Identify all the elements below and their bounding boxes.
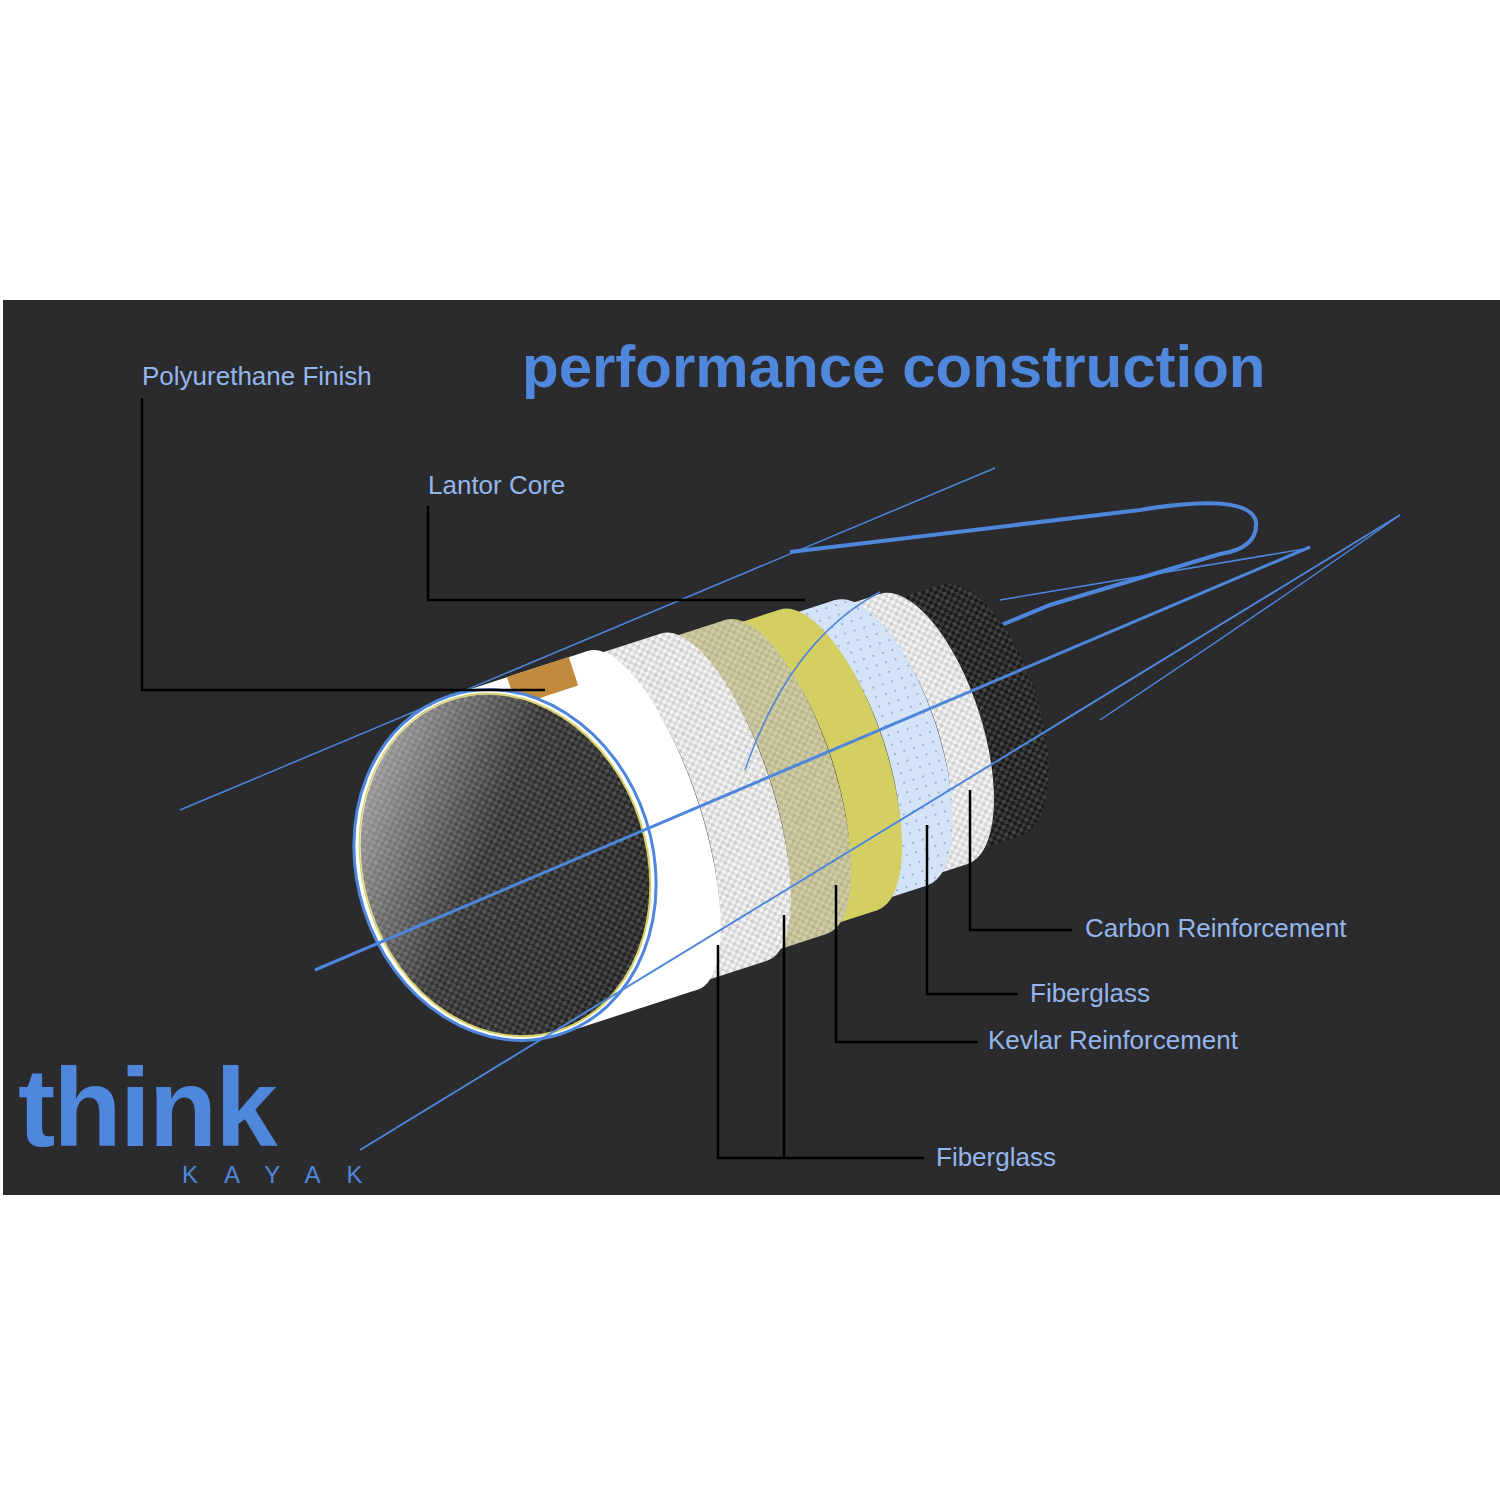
part-label: Polyurethane Finish [142, 361, 372, 392]
brand-logo: KAYAK [182, 1163, 388, 1187]
part-label: Lantor Core [428, 470, 565, 501]
hull-outline-front [315, 515, 1400, 1150]
layered-tube [309, 523, 1090, 1080]
brand-logo: think [18, 1052, 276, 1164]
leader-lines [142, 398, 1072, 1158]
part-label: Fiberglass [1030, 978, 1150, 1009]
part-label: Fiberglass [936, 1142, 1056, 1173]
diagram-title: performance construction [522, 334, 1265, 400]
part-label: Carbon Reinforcement [1085, 913, 1347, 944]
part-label: Kevlar Reinforcement [988, 1025, 1238, 1056]
